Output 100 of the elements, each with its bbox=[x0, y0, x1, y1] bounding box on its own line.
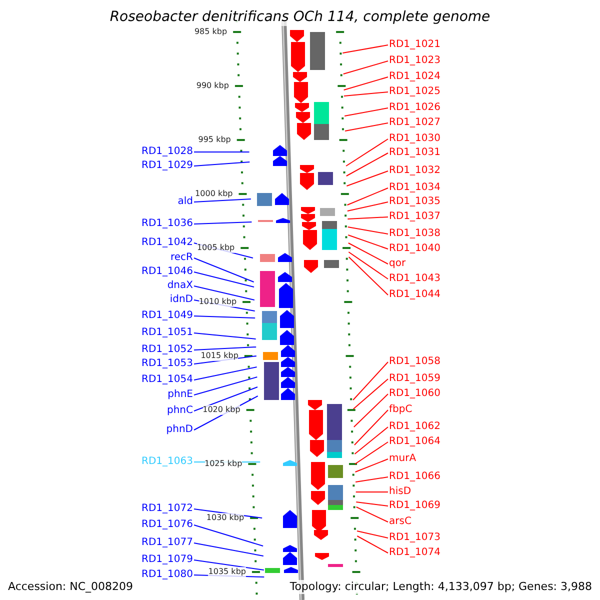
gene-label: RD1_1023 bbox=[389, 55, 440, 67]
gene-label: RD1_1032 bbox=[389, 165, 440, 177]
gene-label: RD1_1034 bbox=[389, 182, 440, 194]
leader-line bbox=[354, 410, 388, 446]
leader-line bbox=[354, 442, 388, 464]
gene-label: RD1_1025 bbox=[389, 86, 440, 98]
gene-label: RD1_1069 bbox=[389, 500, 440, 512]
gene-label: RD1_1064 bbox=[389, 436, 440, 448]
leader-line bbox=[346, 202, 388, 212]
leader-line bbox=[356, 502, 388, 506]
gene-label: hisD bbox=[389, 486, 412, 498]
leader-line bbox=[194, 366, 258, 380]
gene-label: RD1_1058 bbox=[389, 356, 440, 368]
gene-label: phnD bbox=[166, 424, 193, 436]
accession-note: Accession: NC_008209 bbox=[8, 580, 134, 594]
leader-line bbox=[194, 286, 255, 300]
leader-line bbox=[347, 216, 388, 220]
gene-label: RD1_1060 bbox=[389, 388, 440, 400]
gene-label: recR bbox=[170, 252, 193, 264]
gene-label: RD1_1079 bbox=[142, 554, 193, 566]
gene-label: RD1_1044 bbox=[389, 289, 440, 301]
gene-label: RD1_1043 bbox=[389, 273, 440, 285]
leader-line bbox=[344, 108, 388, 116]
leader-line bbox=[353, 394, 388, 428]
scale-label: 1015 kbp bbox=[200, 351, 238, 361]
gene-label: RD1_1053 bbox=[142, 358, 193, 370]
gene-label: RD1_1077 bbox=[142, 537, 193, 549]
leader-line bbox=[194, 524, 264, 546]
gene-label: RD1_1030 bbox=[389, 133, 440, 145]
scale-label: 1005 kbp bbox=[196, 243, 235, 253]
leader-line bbox=[194, 386, 258, 412]
gene-label: RD1_1026 bbox=[389, 102, 440, 114]
gene-label: phnE bbox=[168, 389, 193, 401]
leader-line bbox=[347, 226, 388, 234]
gene-label: qor bbox=[389, 258, 406, 270]
gene-label: RD1_1036 bbox=[142, 218, 193, 230]
genome-info-note: Topology: circular; Length: 4,133,097 bp; Genes: 3,988 bbox=[290, 580, 592, 594]
leader-line bbox=[194, 162, 250, 166]
gene-label: RD1_1024 bbox=[389, 71, 440, 83]
leader-line bbox=[356, 530, 388, 538]
leader-line bbox=[344, 122, 388, 132]
scale-label: 995 kbp bbox=[198, 135, 231, 145]
scale-label: 985 kbp bbox=[194, 27, 228, 37]
gene-label: RD1_1038 bbox=[389, 228, 440, 240]
leader-line bbox=[194, 222, 252, 224]
gene-label: RD1_1037 bbox=[389, 211, 440, 223]
leader-line bbox=[355, 476, 388, 482]
leader-line bbox=[194, 332, 256, 340]
gene-label: RD1_1028 bbox=[142, 146, 193, 158]
leader-line bbox=[348, 256, 388, 296]
gene-label: RD1_1074 bbox=[389, 547, 440, 559]
leader-line bbox=[194, 272, 254, 288]
gene-label: RD1_1021 bbox=[389, 39, 440, 51]
leader-line bbox=[354, 426, 388, 454]
gene-label: RD1_1027 bbox=[389, 117, 440, 129]
gene-label: RD1_1046 bbox=[142, 266, 193, 278]
leader-line bbox=[352, 378, 388, 410]
gene-label: RD1_1062 bbox=[389, 421, 440, 433]
gene-label: RD1_1049 bbox=[142, 310, 193, 322]
gene-label: dnaX bbox=[167, 280, 193, 292]
gene-label: RD1_1052 bbox=[142, 344, 193, 356]
leader-line bbox=[346, 170, 388, 186]
leader-line bbox=[194, 376, 258, 396]
leader-line bbox=[194, 198, 252, 202]
leader-line bbox=[352, 362, 388, 400]
gene-label: RD1_1080 bbox=[142, 569, 193, 581]
gene-label: arsC bbox=[389, 516, 412, 528]
gene-label: phnC bbox=[166, 405, 193, 417]
gene-label: RD1_1035 bbox=[389, 196, 440, 208]
gene-label: ald bbox=[178, 196, 193, 208]
gene-label: fbpC bbox=[389, 404, 412, 416]
leader-line bbox=[343, 92, 388, 96]
gene-label: RD1_1073 bbox=[389, 532, 440, 544]
scale-label: 1035 kbp bbox=[208, 567, 246, 577]
gene-label: RD1_1072 bbox=[142, 503, 193, 515]
leader-line bbox=[356, 506, 388, 522]
leader-line bbox=[346, 152, 388, 176]
scale-label: 1010 kbp bbox=[198, 297, 237, 307]
leader-line bbox=[348, 234, 388, 250]
scale-label: 990 kbp bbox=[196, 81, 229, 91]
leader-line bbox=[194, 258, 254, 282]
gene-label: murA bbox=[389, 453, 416, 465]
leader-line bbox=[343, 76, 388, 90]
leader-line bbox=[194, 316, 256, 318]
leader-line bbox=[354, 458, 388, 472]
gene-label: idnD bbox=[170, 294, 193, 306]
scale-label: 1025 kbp bbox=[204, 459, 242, 469]
scale-label: 1030 kbp bbox=[206, 513, 244, 523]
gene-label: RD1_1059 bbox=[389, 373, 440, 385]
leader-line bbox=[356, 536, 388, 554]
leader-line bbox=[342, 44, 388, 54]
gene-label: RD1_1040 bbox=[389, 243, 440, 255]
gene-label: RD1_1031 bbox=[389, 147, 440, 159]
gene-label: RD1_1042 bbox=[142, 237, 193, 249]
leader-line bbox=[194, 346, 257, 350]
leader-line bbox=[194, 542, 264, 556]
gene-label: RD1_1076 bbox=[142, 519, 193, 531]
leader-line bbox=[348, 242, 388, 264]
scale-label: 1020 kbp bbox=[202, 405, 240, 415]
gene-label: RD1_1029 bbox=[142, 160, 193, 172]
